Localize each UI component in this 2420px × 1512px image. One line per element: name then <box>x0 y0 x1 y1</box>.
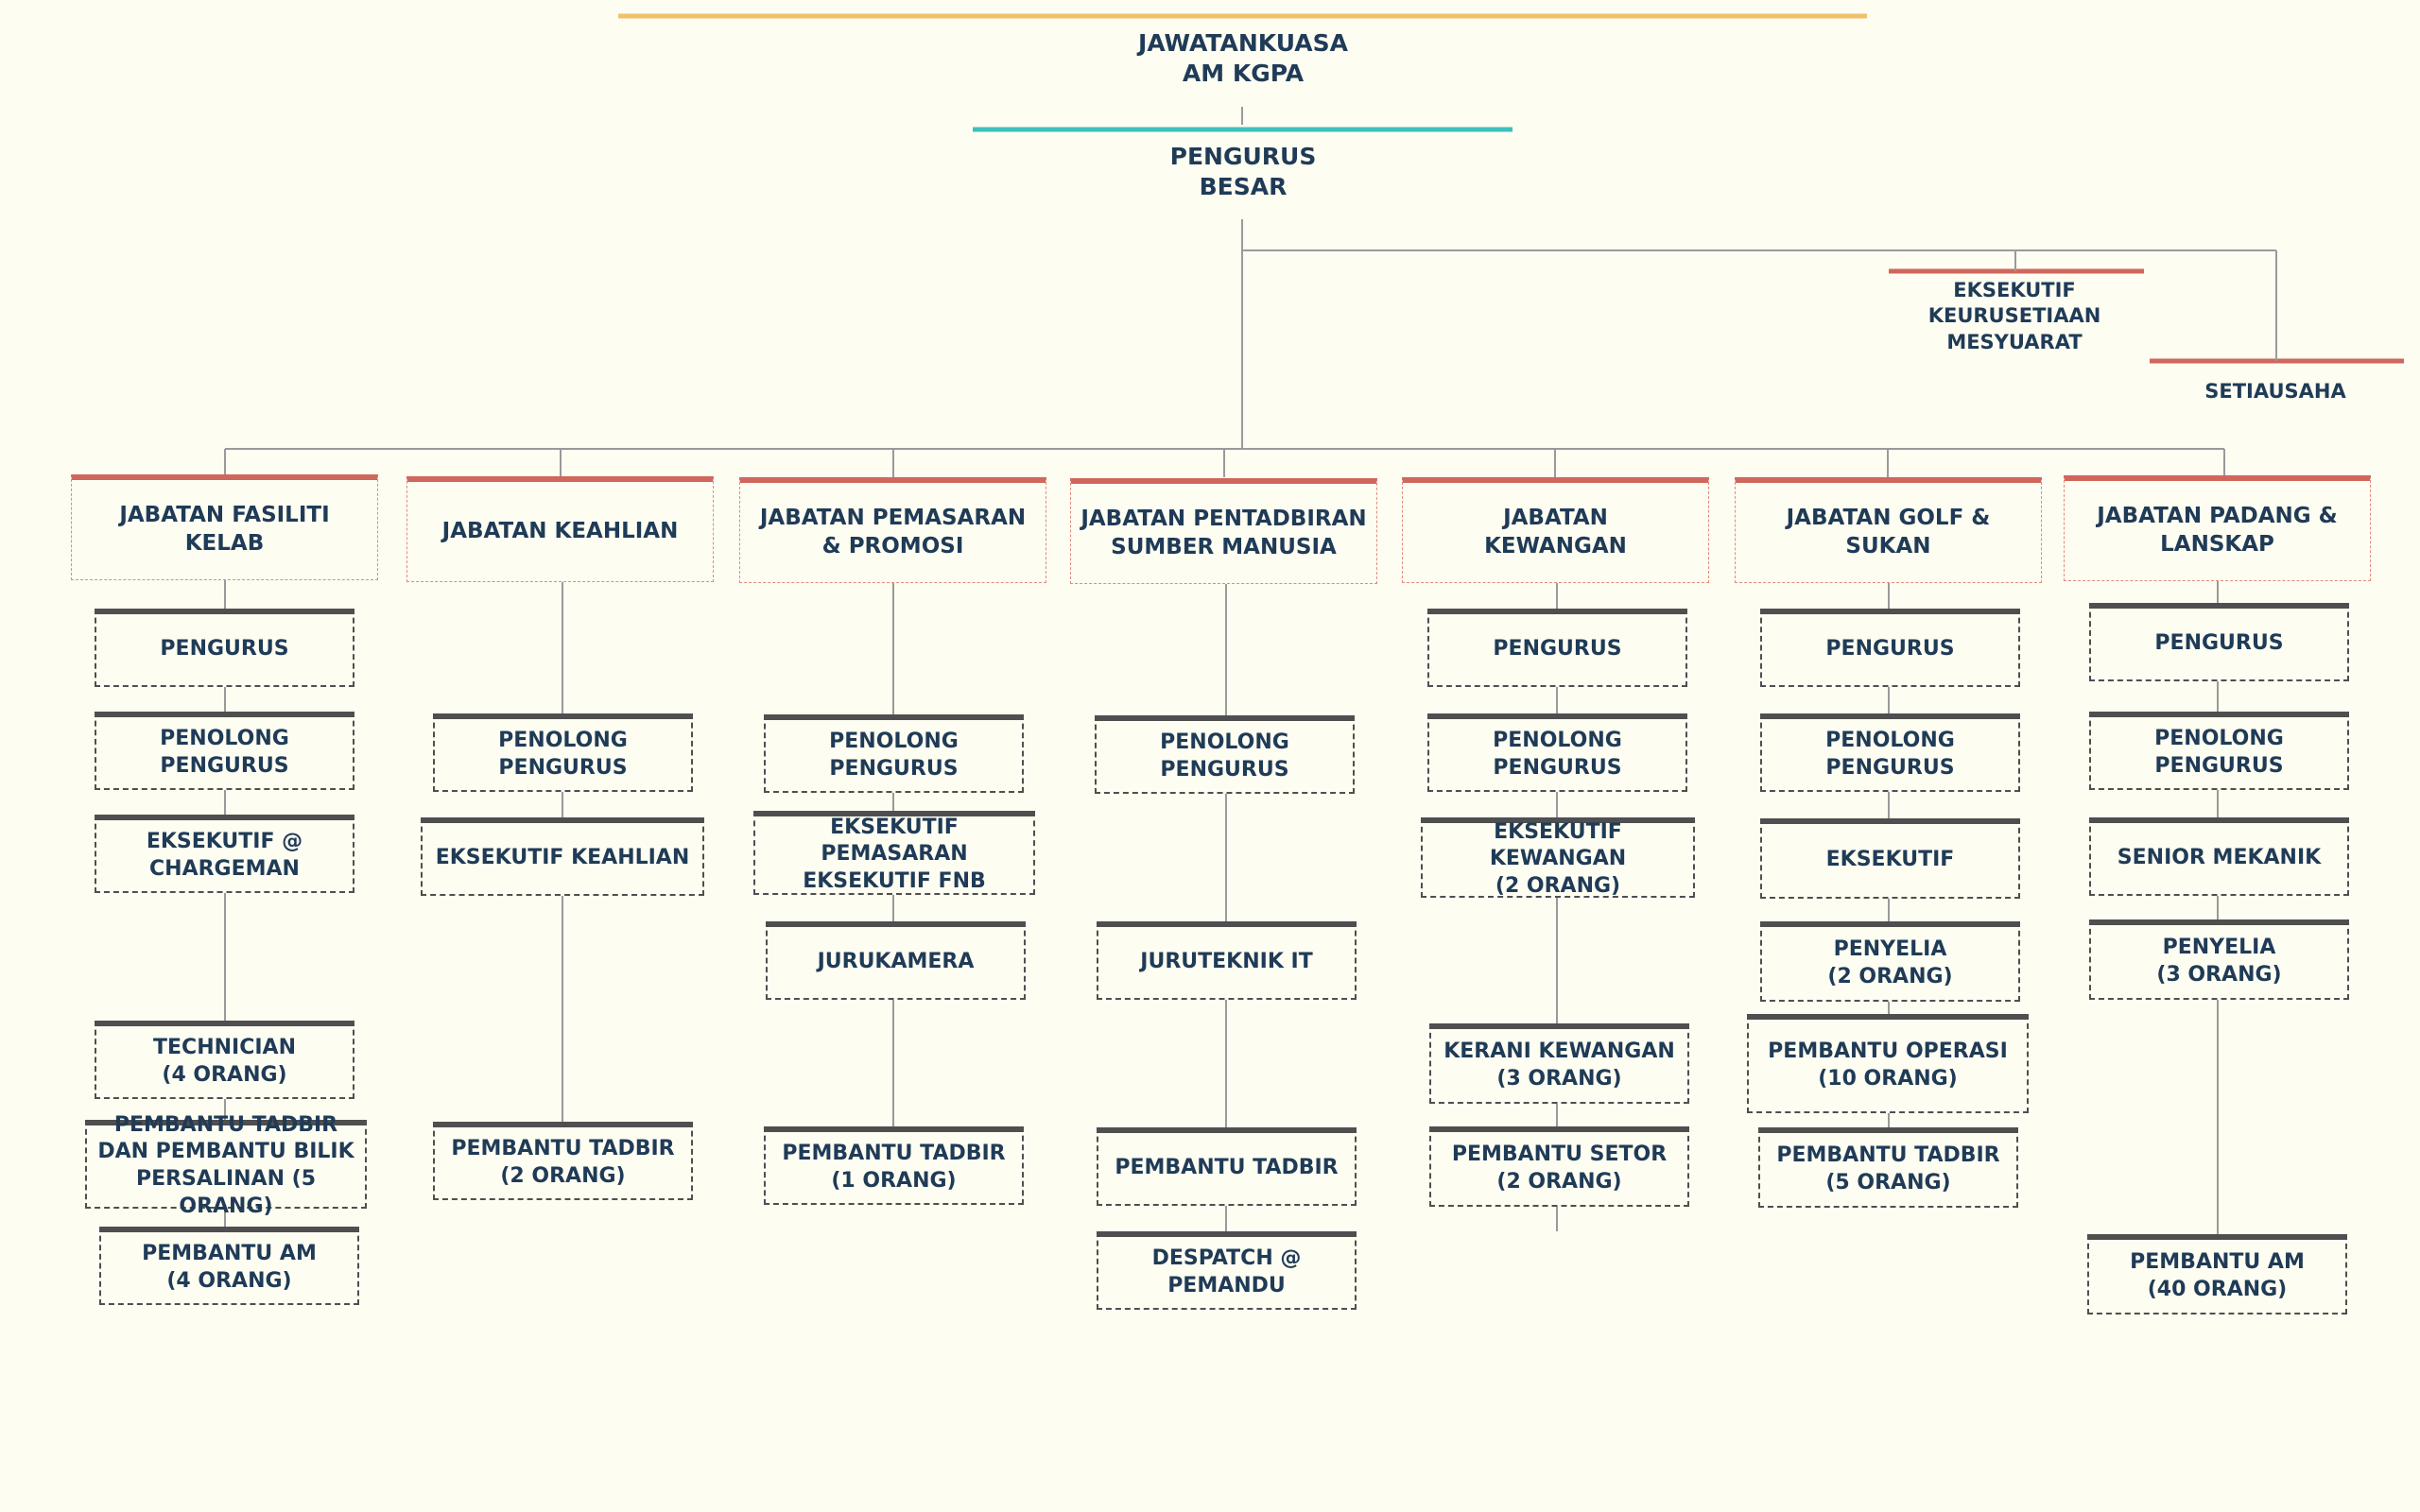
position-label: SENIOR MEKANIK <box>2117 846 2322 870</box>
department-name: JABATAN KEWANGAN <box>1484 505 1627 558</box>
position-label: PEMBANTU OPERASI (10 ORANG) <box>1768 1039 2008 1091</box>
department-box: JABATAN PADANG & LANSKAP <box>2064 475 2371 581</box>
position-box: PEMBANTU TADBIR DAN PEMBANTU BILIK PERSA… <box>85 1113 367 1218</box>
position-box: PENOLONG PENGURUS <box>1095 715 1355 794</box>
position-box: PEMBANTU TADBIR (2 ORANG) <box>433 1122 693 1200</box>
department-name: JABATAN PADANG & LANSKAP <box>2097 503 2338 557</box>
position-box: TECHNICIAN (4 ORANG) <box>95 1021 354 1099</box>
exec-secretariat-node: EKSEKUTIF KEURUSETIAAN MESYUARAT <box>1887 274 2142 359</box>
department-box: JABATAN GOLF & SUKAN <box>1735 477 2042 583</box>
position-box: PENOLONG PENGURUS <box>95 712 354 790</box>
position-box: PEMBANTU AM (40 ORANG) <box>2087 1234 2347 1314</box>
position-box: EKSEKUTIF <box>1760 818 2020 899</box>
secretary-label: SETIAUSAHA <box>2204 380 2346 404</box>
position-box: KERANI KEWANGAN (3 ORANG) <box>1429 1023 1689 1104</box>
position-box: EKSEKUTIF KEWANGAN (2 ORANG) <box>1421 817 1695 898</box>
department-box: JABATAN KEWANGAN <box>1402 477 1709 583</box>
position-box: PEMBANTU AM (4 ORANG) <box>99 1227 359 1305</box>
position-box: SENIOR MEKANIK <box>2089 817 2349 896</box>
position-label: PENOLONG PENGURUS <box>1160 730 1289 782</box>
position-label: DESPATCH @ PEMANDU <box>1151 1246 1302 1297</box>
position-label: JURUKAMERA <box>817 950 975 974</box>
department-name: JABATAN PENTADBIRAN SUMBER MANUSIA <box>1080 506 1367 559</box>
position-box: PENYELIA (3 ORANG) <box>2089 919 2349 1000</box>
position-box: DESPATCH @ PEMANDU <box>1097 1231 1357 1310</box>
position-label: PEMBANTU TADBIR DAN PEMBANTU BILIK PERSA… <box>97 1112 354 1218</box>
position-label: PENOLONG PENGURUS <box>829 729 959 781</box>
position-box: PENOLONG PENGURUS <box>433 713 693 792</box>
position-label: PENOLONG PENGURUS <box>498 728 628 780</box>
position-box: EKSEKUTIF @ CHARGEMAN <box>95 815 354 893</box>
position-label: PEMBANTU TADBIR <box>1115 1156 1339 1180</box>
department-name: JABATAN PEMASARAN & PROMOSI <box>759 505 1027 558</box>
position-label: EKSEKUTIF PEMASARAN EKSEKUTIF FNB <box>803 815 986 893</box>
position-box: PENYELIA (2 ORANG) <box>1760 921 2020 1002</box>
position-box: PEMBANTU SETOR (2 ORANG) <box>1429 1126 1689 1207</box>
position-label: PENOLONG PENGURUS <box>2154 726 2284 778</box>
position-label: PENYELIA (3 ORANG) <box>2156 935 2282 987</box>
position-box: PENGURUS <box>95 609 354 687</box>
position-label: PENGURUS <box>1825 637 1955 662</box>
department-name: JABATAN FASILITI KELAB <box>119 502 330 556</box>
position-box: PEMBANTU OPERASI (10 ORANG) <box>1747 1014 2029 1113</box>
position-label: PENOLONG PENGURUS <box>1825 728 1955 780</box>
position-box: PENGURUS <box>2089 603 2349 681</box>
position-box: PENGURUS <box>1760 609 2020 687</box>
position-box: PENOLONG PENGURUS <box>1427 713 1687 792</box>
position-box: PEMBANTU TADBIR <box>1097 1127 1357 1206</box>
position-label: PEMBANTU AM (4 ORANG) <box>142 1241 317 1293</box>
position-box: EKSEKUTIF KEAHLIAN <box>421 817 704 896</box>
department-box: JABATAN PENTADBIRAN SUMBER MANUSIA <box>1070 478 1377 584</box>
position-label: PEMBANTU TADBIR (5 ORANG) <box>1776 1143 2000 1194</box>
general-manager-node: PENGURUS BESAR <box>993 138 1494 206</box>
position-label: PEMBANTU SETOR (2 ORANG) <box>1451 1142 1668 1194</box>
position-label: PENOLONG PENGURUS <box>160 726 289 778</box>
department-box: JABATAN FASILITI KELAB <box>71 474 378 580</box>
position-label: PENYELIA (2 ORANG) <box>1827 936 1953 988</box>
position-label: KERANI KEWANGAN (3 ORANG) <box>1443 1039 1675 1091</box>
position-label: PENGURUS <box>160 637 289 662</box>
position-label: PEMBANTU AM (40 ORANG) <box>2130 1249 2305 1301</box>
position-label: PEMBANTU TADBIR (1 ORANG) <box>782 1141 1006 1193</box>
position-box: PENOLONG PENGURUS <box>2089 712 2349 790</box>
position-label: TECHNICIAN (4 ORANG) <box>153 1035 296 1087</box>
committee-node: JAWATANKUASA AM KGPA <box>898 26 1588 92</box>
position-label: EKSEKUTIF @ CHARGEMAN <box>146 829 303 881</box>
position-box: PENOLONG PENGURUS <box>1760 713 2020 792</box>
position-label: PENOLONG PENGURUS <box>1493 728 1622 780</box>
position-box: JURUTEKNIK IT <box>1097 921 1357 1000</box>
position-label: PEMBANTU TADBIR (2 ORANG) <box>451 1136 675 1188</box>
position-label: EKSEKUTIF <box>1825 848 1955 872</box>
position-box: PENOLONG PENGURUS <box>764 714 1024 793</box>
department-box: JABATAN PEMASARAN & PROMOSI <box>739 477 1046 583</box>
committee-label: JAWATANKUASA AM KGPA <box>1138 28 1348 88</box>
general-manager-label: PENGURUS BESAR <box>1169 142 1317 201</box>
position-box: PEMBANTU TADBIR (5 ORANG) <box>1758 1127 2018 1208</box>
exec-secretariat-label: EKSEKUTIF KEURUSETIAAN MESYUARAT <box>1927 279 2101 353</box>
position-label: PENGURUS <box>2154 631 2284 656</box>
department-box: JABATAN KEAHLIAN <box>406 476 714 582</box>
position-box: PENGURUS <box>1427 609 1687 687</box>
position-label: PENGURUS <box>1493 637 1622 662</box>
department-name: JABATAN KEAHLIAN <box>441 518 679 543</box>
position-label: JURUTEKNIK IT <box>1140 950 1313 974</box>
position-box: EKSEKUTIF PEMASARAN EKSEKUTIF FNB <box>753 811 1035 895</box>
department-name: JABATAN GOLF & SUKAN <box>1786 505 1991 558</box>
position-label: EKSEKUTIF KEWANGAN (2 ORANG) <box>1489 819 1627 898</box>
position-box: PEMBANTU TADBIR (1 ORANG) <box>764 1126 1024 1205</box>
position-label: EKSEKUTIF KEAHLIAN <box>435 846 690 870</box>
position-box: JURUKAMERA <box>766 921 1026 1000</box>
secretary-node: SETIAUSAHA <box>2148 373 2403 411</box>
